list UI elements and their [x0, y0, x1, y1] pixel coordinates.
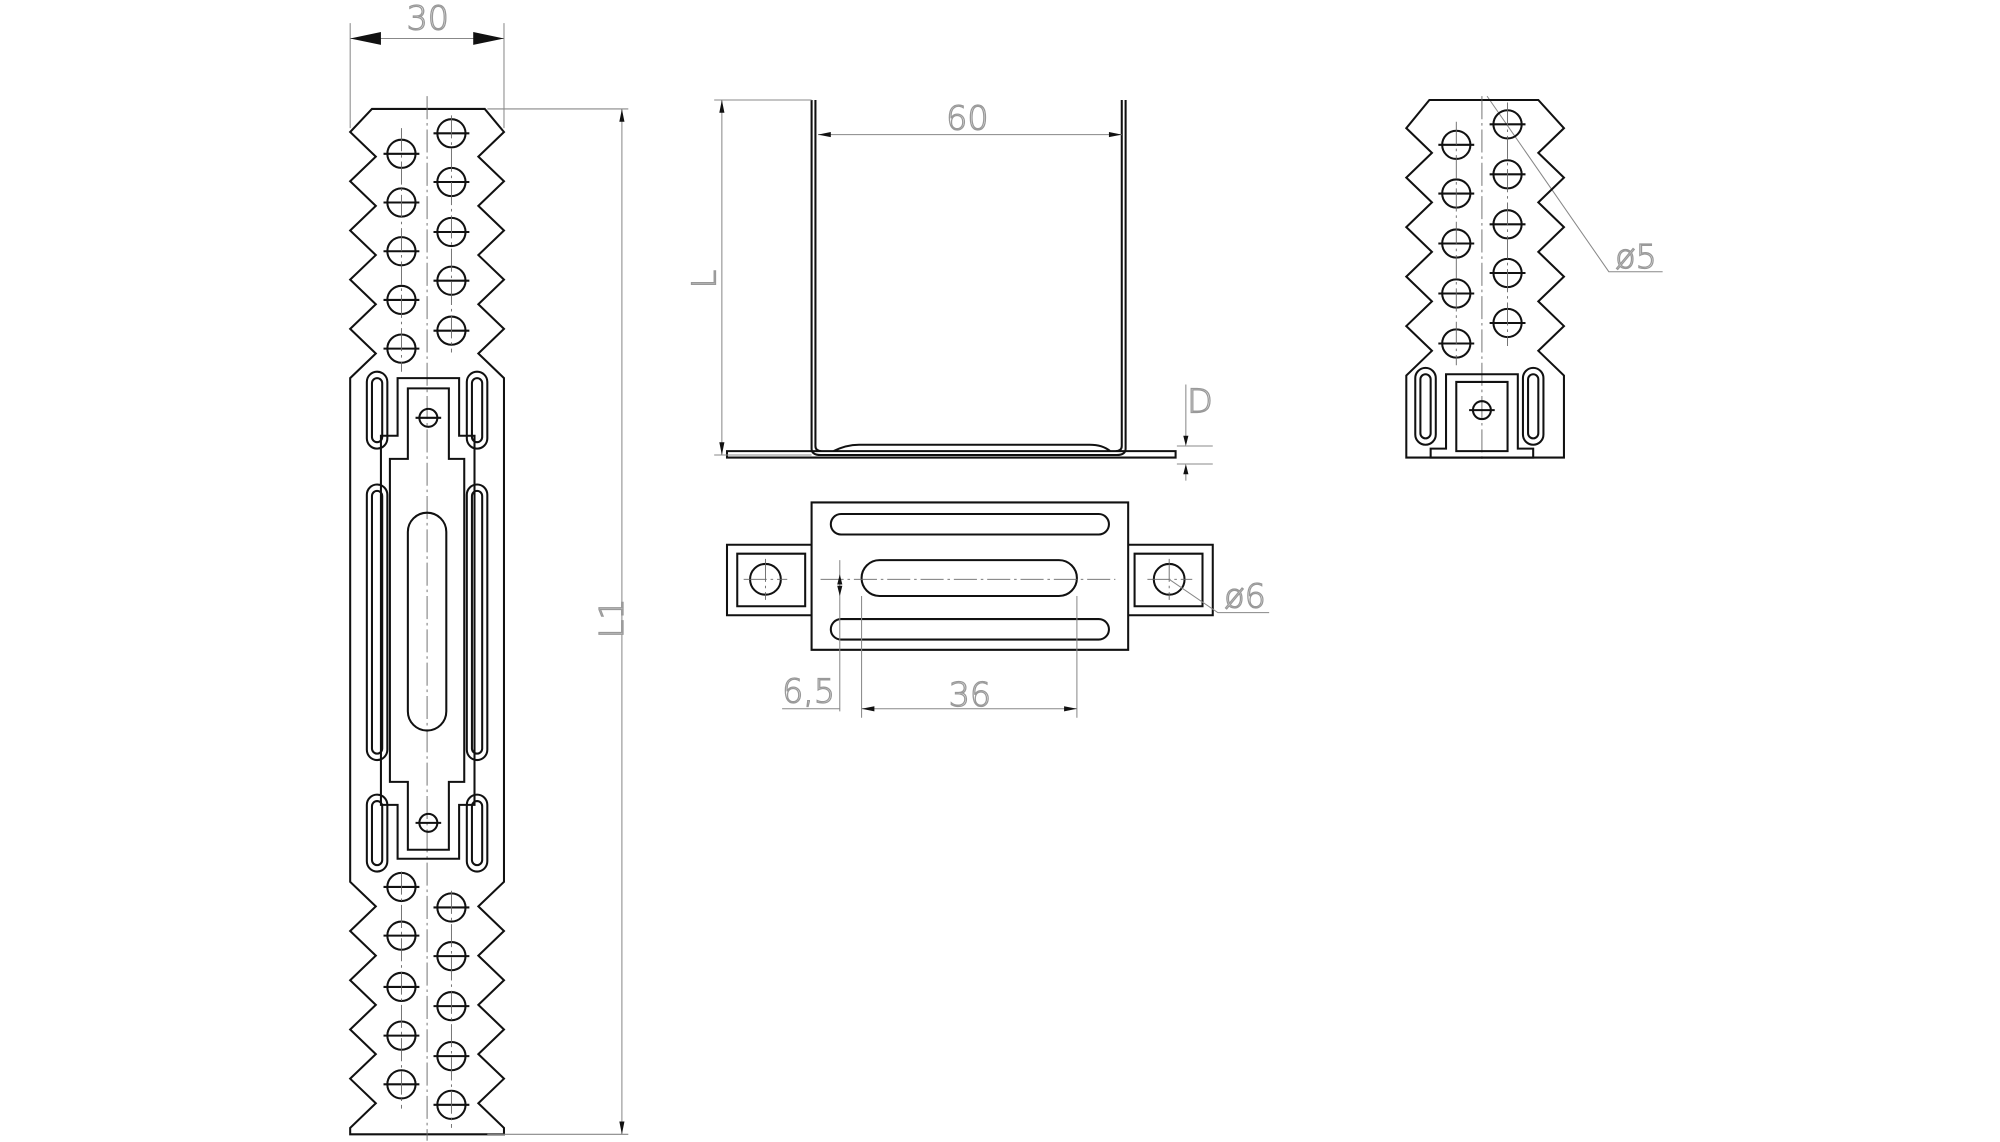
- center-slot: [406, 511, 448, 732]
- center-tab: [379, 377, 476, 860]
- slot: [365, 370, 389, 450]
- dimension-D: D: [1187, 382, 1213, 421]
- slot-inner: [470, 800, 484, 867]
- slot-inner: [470, 377, 484, 444]
- front-view-u-bracket: 60 L D: [684, 98, 1213, 481]
- slot: [465, 483, 489, 762]
- dimension-d5: ø5: [1615, 237, 1657, 276]
- centerline: [1455, 96, 1509, 462]
- slot-inner: [370, 489, 384, 755]
- bracket-outline: [1404, 98, 1566, 459]
- dimension-30: 30: [407, 0, 449, 37]
- slot-inner: [1527, 373, 1540, 440]
- dimension-L1: L1: [592, 599, 631, 639]
- side-view-dimensions: 30 L1: [349, 0, 632, 1135]
- dimension-d6: ø6: [1224, 577, 1266, 616]
- slot: [1414, 366, 1437, 446]
- slot: [365, 483, 389, 762]
- dimension-L: L: [684, 270, 723, 289]
- dimension-36: 36: [949, 675, 991, 714]
- slot-inner: [1419, 373, 1432, 440]
- slot-inner: [470, 489, 484, 755]
- centerline: [400, 96, 452, 1141]
- slot: [465, 370, 489, 450]
- dimension-60: 60: [946, 98, 988, 137]
- dimension-6-5: 6,5: [782, 671, 835, 710]
- slot: [365, 793, 389, 873]
- slot-inner: [370, 377, 384, 444]
- top-view-bracket: 6,5 36 ø6: [725, 501, 1270, 718]
- center-tab: [1429, 373, 1535, 459]
- slot-inner: [370, 800, 384, 867]
- side-view-full-length: [348, 96, 506, 1141]
- slot: [1521, 366, 1545, 446]
- side-view-short: ø5: [1404, 95, 1663, 462]
- slot: [465, 793, 489, 873]
